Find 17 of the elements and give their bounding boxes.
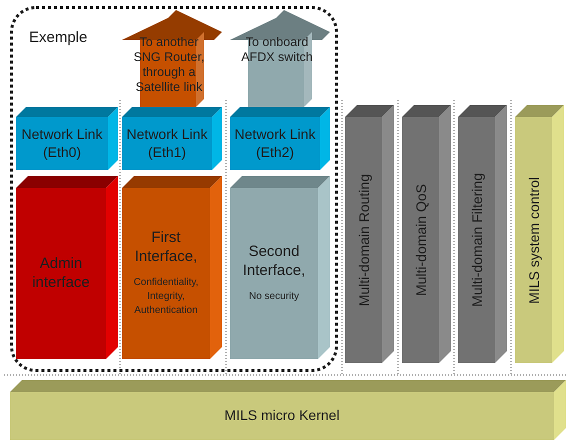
group-title: Exemple: [29, 29, 88, 46]
dotted-group-outline: [10, 6, 338, 372]
block-arrow: [230, 10, 330, 107]
block-label: MILS micro Kernel: [224, 407, 340, 425]
block-label: Second Interface,: [242, 242, 306, 280]
block-arrow: [122, 10, 222, 107]
block-label: Multi-domain Filtering: [468, 173, 484, 307]
block-label: Network Link (Eth1): [126, 126, 208, 161]
block-label: Multi-domain Routing: [356, 174, 372, 306]
block-note: No security: [248, 290, 299, 304]
block-label: Admin interface: [31, 254, 91, 292]
block-label: Network Link (Eth0): [20, 126, 104, 161]
block-label: First Interface,: [134, 228, 198, 266]
block-label: Network Link (Eth2): [234, 126, 316, 161]
block-label: MILS system control: [526, 176, 542, 304]
block-note: Confidentiality, Integrity, Authentication: [132, 276, 200, 318]
block-label: Multi-domain QoS: [412, 184, 428, 296]
